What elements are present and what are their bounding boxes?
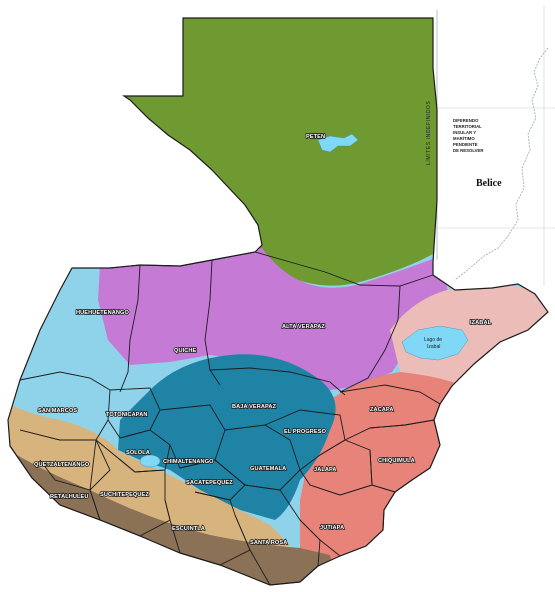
border-alta-izabal <box>339 285 401 393</box>
label-jalapa: JALAPA <box>314 467 337 473</box>
border-escuintla <box>164 491 251 566</box>
zone-purple <box>98 248 450 390</box>
label-guatemala: GUATEMALA <box>250 466 286 472</box>
label-baja-verapaz: BAJA VERAPAZ <box>232 404 277 410</box>
label-chimaltenango: CHIMALTENANGO <box>163 459 214 465</box>
label-huehuetenango: HUEHUETENANGO <box>76 310 129 316</box>
border-huehue-quiche <box>119 264 141 393</box>
zone-peten-green-bulge <box>100 18 440 286</box>
undefined-border-label: LÍMITES INDEFINIDOS <box>425 100 432 165</box>
dispute-note: DIFERENDO TERRITORIAL INSULAR Y MARÍTIMO… <box>453 118 484 153</box>
label-santa-rosa: SANTA ROSA <box>250 540 287 546</box>
belize-label: Belice <box>476 178 502 189</box>
border-suchi <box>89 439 171 537</box>
lakes: Lago de Izabal <box>139 133 469 468</box>
belize-background <box>436 6 555 288</box>
lake-izabal-label: Lago de <box>424 337 442 343</box>
border-santarosa <box>234 484 321 586</box>
border-chimal <box>159 404 226 469</box>
label-quiche: QUICHE <box>174 348 197 354</box>
border-toto <box>107 387 161 439</box>
lake-izabal <box>401 325 469 361</box>
label-san-marcos: SAN MARCOS <box>38 408 77 414</box>
label-escuintla: ESCUINTLA <box>172 526 205 532</box>
label-chiquimula: CHIQUIMULA <box>378 458 415 464</box>
zone-teal <box>118 354 336 520</box>
label-retalhuleu: RETALHULEU <box>50 494 89 500</box>
border-progreso <box>264 409 346 471</box>
label-solola: SOLOLA <box>126 450 150 456</box>
lake-izabal-label-2: Izabal <box>427 344 440 350</box>
label-izabal: IZABAL <box>470 320 492 326</box>
department-borders <box>9 251 441 586</box>
label-zacapa: ZACAPA <box>370 407 394 413</box>
lake-atitlan <box>139 454 161 468</box>
guatemala-outline <box>7 17 549 586</box>
border-baja-north <box>209 367 346 396</box>
label-jutiapa: JUTIAPA <box>320 525 344 531</box>
border-quiche-alta <box>204 259 221 386</box>
border-jutiapa <box>299 484 396 557</box>
belize-coastline <box>454 47 549 281</box>
label-el-progreso: EL PROGRESO <box>284 429 327 435</box>
label-totonicapan: TOTONICAPAN <box>106 412 148 418</box>
belize-area: DIFERENDO TERRITORIAL INSULAR Y MARÍTIMO… <box>436 6 555 288</box>
label-sacatepequez: SACATEPEQUEZ <box>186 480 233 486</box>
lake-peten-itza <box>317 133 359 153</box>
label-quetzaltenango: QUETZALTENANGO <box>34 462 90 468</box>
department-labels: PETEN HUEHUETENANGO QUICHE ALTA VERAPAZ … <box>33 133 492 547</box>
label-peten: PETEN <box>306 134 325 140</box>
border-quetzal <box>39 439 111 491</box>
border-peten-south <box>72 251 434 287</box>
label-alta-verapaz: ALTA VERAPAZ <box>282 324 325 330</box>
label-suchitepequez: SUCHITEPEQUEZ <box>100 492 149 498</box>
